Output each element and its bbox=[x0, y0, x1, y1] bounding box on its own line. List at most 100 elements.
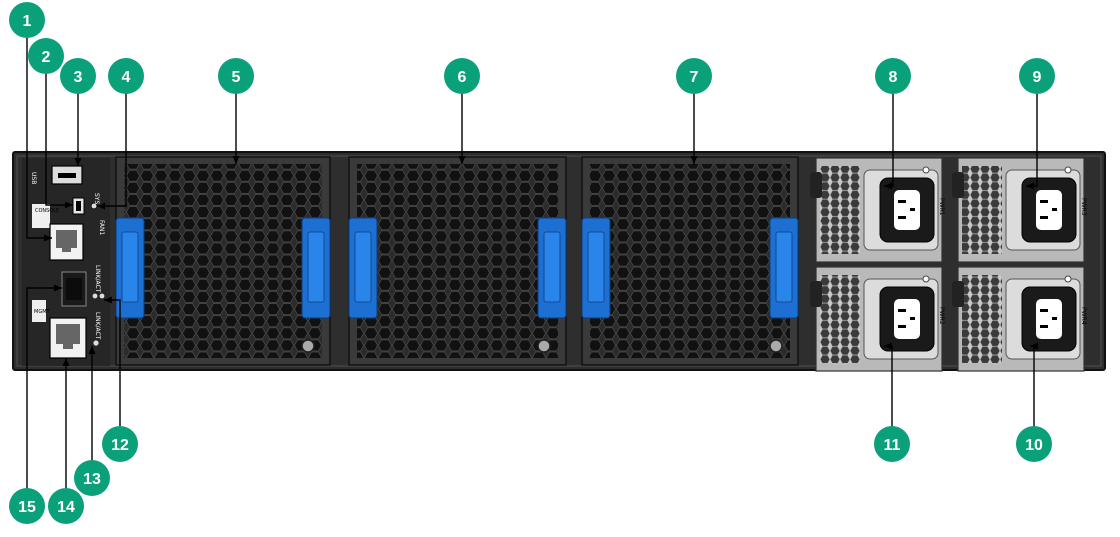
psu-handle[interactable] bbox=[810, 281, 822, 307]
callout-3: 3 bbox=[60, 58, 96, 94]
callout-13: 13 bbox=[74, 460, 110, 496]
leader-arrowhead bbox=[884, 342, 892, 350]
power-inlet-icon[interactable] bbox=[1021, 286, 1077, 352]
mgmt-label: MGMT bbox=[34, 309, 51, 315]
psu-status-led bbox=[1064, 275, 1072, 283]
usb-port-icon bbox=[58, 173, 76, 178]
management-column: USB CONSOLE SYS FAN1 LINK/ACT MGMT bbox=[22, 158, 110, 366]
console-label: CONSOLE bbox=[35, 208, 59, 214]
leader-arrowhead bbox=[44, 234, 52, 242]
callout-4: 4 bbox=[108, 58, 144, 94]
leader-arrowhead bbox=[232, 156, 240, 164]
sys-led bbox=[90, 202, 98, 210]
fan-latch-right[interactable] bbox=[769, 217, 799, 319]
mgmt-rj45-port[interactable] bbox=[49, 317, 87, 359]
psu-3[interactable]: PWR3 bbox=[952, 157, 1087, 263]
fan-trays bbox=[115, 156, 799, 366]
callout-10: 10 bbox=[1016, 426, 1052, 462]
rj45-port-icon bbox=[56, 324, 80, 344]
mini-usb-port-icon bbox=[76, 201, 81, 211]
leader-arrowhead bbox=[65, 201, 73, 209]
mini-usb-console-port[interactable] bbox=[72, 197, 85, 215]
fan-grille bbox=[124, 164, 322, 358]
fan-tray-3[interactable] bbox=[581, 156, 799, 366]
leader-line bbox=[45, 60, 73, 206]
psu-1[interactable]: PWR1 bbox=[810, 157, 945, 263]
fan-latch-right[interactable] bbox=[537, 217, 567, 319]
psu-handle[interactable] bbox=[952, 281, 964, 307]
management-sfp-port[interactable] bbox=[61, 271, 87, 307]
callout-number: 2 bbox=[42, 49, 51, 66]
callout-number: 15 bbox=[18, 499, 36, 516]
fan-grille bbox=[357, 164, 558, 358]
leader-arrowhead bbox=[74, 158, 82, 166]
callout-9: 9 bbox=[1019, 58, 1055, 94]
act-led-1 bbox=[99, 293, 105, 299]
callout-6: 6 bbox=[444, 58, 480, 94]
leader-arrowhead bbox=[88, 346, 96, 354]
console-rj45-port[interactable] bbox=[49, 223, 84, 261]
callout-number: 6 bbox=[458, 69, 467, 86]
callout-number: 14 bbox=[57, 499, 75, 516]
fan-latch-left[interactable] bbox=[115, 217, 145, 319]
power-inlet-icon[interactable] bbox=[879, 286, 935, 352]
callout-number: 3 bbox=[74, 69, 83, 86]
psu-status-led bbox=[922, 166, 930, 174]
led-icon bbox=[93, 340, 99, 346]
captive-screw bbox=[769, 339, 783, 353]
callout-7: 7 bbox=[676, 58, 712, 94]
psu-label: PWR3 bbox=[1080, 198, 1087, 216]
callout-15: 15 bbox=[9, 488, 45, 524]
callout-8: 8 bbox=[875, 58, 911, 94]
fan-tray-1[interactable] bbox=[115, 156, 331, 366]
fan-latch-right[interactable] bbox=[301, 217, 331, 319]
fan-grille bbox=[590, 164, 790, 358]
leader-arrowhead bbox=[54, 284, 62, 292]
callout-number: 8 bbox=[889, 69, 898, 86]
captive-screw bbox=[301, 339, 315, 353]
callout-number: 9 bbox=[1033, 69, 1042, 86]
callout-12: 12 bbox=[102, 426, 138, 462]
callout-11: 11 bbox=[874, 426, 910, 462]
leader-arrowhead bbox=[884, 182, 892, 190]
leader-line bbox=[26, 287, 62, 498]
link-led-1 bbox=[92, 293, 98, 299]
psu-label: PWR1 bbox=[938, 198, 945, 216]
psu-4[interactable]: PWR4 bbox=[952, 266, 1087, 372]
callout-1: 1 bbox=[9, 2, 45, 38]
psu-label: PWR4 bbox=[1080, 307, 1087, 325]
usb-label: USB bbox=[30, 172, 37, 184]
leader-arrowhead bbox=[1026, 182, 1034, 190]
leader-line bbox=[97, 78, 127, 207]
callout-number: 5 bbox=[232, 69, 241, 86]
fan-latch-left[interactable] bbox=[348, 217, 378, 319]
psu-handle[interactable] bbox=[810, 172, 822, 198]
chassis-inner-edge bbox=[16, 155, 1102, 367]
leader-arrowhead bbox=[104, 296, 112, 304]
psu-status-led bbox=[1064, 166, 1072, 174]
leader-line bbox=[26, 22, 52, 239]
pwr-label-left: FAN1 bbox=[98, 220, 105, 235]
fan-tray-2[interactable] bbox=[348, 156, 567, 366]
callout-number: 7 bbox=[690, 69, 699, 86]
psu-2[interactable]: PWR2 bbox=[810, 266, 945, 372]
psu-label: PWR2 bbox=[938, 307, 945, 325]
psu-status-led bbox=[922, 275, 930, 283]
callout-number: 11 bbox=[884, 437, 901, 454]
rj45-port-icon bbox=[56, 230, 77, 248]
usb-port[interactable] bbox=[51, 165, 83, 185]
fan-latch-left[interactable] bbox=[581, 217, 611, 319]
sfp-port-icon bbox=[66, 278, 82, 300]
leader-arrowhead bbox=[458, 156, 466, 164]
power-inlet-icon[interactable] bbox=[1021, 177, 1077, 243]
psu-handle[interactable] bbox=[952, 172, 964, 198]
callout-14: 14 bbox=[48, 488, 84, 524]
callout-number: 4 bbox=[122, 69, 131, 86]
leader-arrowhead bbox=[97, 202, 105, 210]
captive-screw bbox=[537, 339, 551, 353]
callout-5: 5 bbox=[218, 58, 254, 94]
power-inlet-icon[interactable] bbox=[879, 177, 935, 243]
